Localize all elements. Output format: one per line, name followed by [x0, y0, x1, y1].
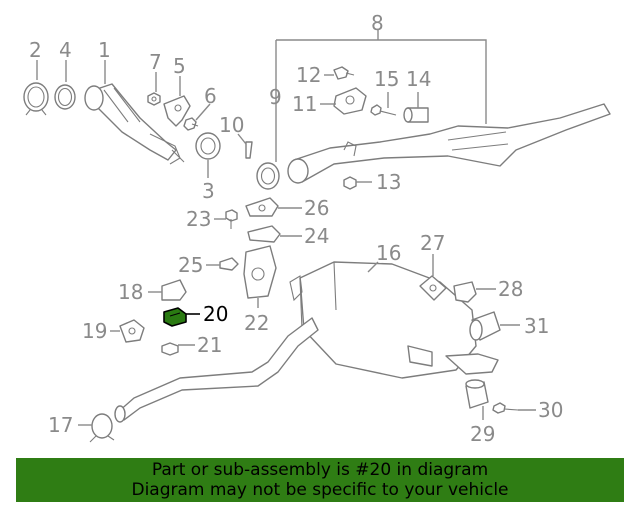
- part-10-stud[interactable]: [245, 141, 253, 159]
- callout-18: 18: [118, 280, 143, 304]
- callout-2: 2: [29, 38, 42, 62]
- part-7-nut[interactable]: [147, 92, 161, 106]
- part-31-tailpipe-tip[interactable]: [469, 311, 501, 341]
- callout-7: 7: [149, 50, 162, 74]
- part-26-bracket[interactable]: [245, 197, 279, 217]
- part-20-bracket-highlighted[interactable]: [163, 307, 187, 327]
- callout-5: 5: [173, 54, 186, 78]
- part-18-rubber-hanger[interactable]: [161, 279, 187, 301]
- part-27-mount[interactable]: [419, 275, 447, 301]
- callout-15: 15: [374, 67, 399, 91]
- callout-9: 9: [269, 85, 282, 109]
- part-9-gasket[interactable]: [256, 162, 280, 190]
- callout-28: 28: [498, 277, 523, 301]
- callout-23: 23: [186, 207, 211, 231]
- callout-27: 27: [420, 231, 445, 255]
- callout-12: 12: [296, 63, 321, 87]
- callout-17: 17: [48, 413, 73, 437]
- part-17-clamp[interactable]: [89, 413, 115, 443]
- callout-31: 31: [524, 314, 549, 338]
- callout-16: 16: [376, 241, 401, 265]
- part-3-gasket[interactable]: [195, 132, 221, 160]
- part-28-rubber-hanger[interactable]: [453, 281, 477, 303]
- part-13-nut[interactable]: [343, 176, 357, 190]
- callout-19: 19: [82, 319, 107, 343]
- callout-13: 13: [376, 170, 401, 194]
- part-19-mount[interactable]: [119, 319, 145, 343]
- callout-6: 6: [204, 84, 217, 108]
- callout-30: 30: [538, 398, 563, 422]
- part-1-front-pipe-converter[interactable]: [84, 83, 185, 165]
- callout-8: 8: [371, 11, 384, 35]
- callout-4: 4: [59, 38, 72, 62]
- part-12-bolt[interactable]: [333, 66, 355, 80]
- banner-line-disclaimer: Diagram may not be specific to your vehi…: [131, 480, 509, 500]
- callout-24: 24: [304, 224, 329, 248]
- part-14-insulator[interactable]: [403, 107, 429, 123]
- part-25-clip[interactable]: [219, 257, 239, 271]
- part-11-hanger-bracket[interactable]: [333, 87, 367, 115]
- callout-numbers: 2 4 1 7 5 6 10 3 8 9 12 11 15 14 13 23 2…: [29, 11, 563, 446]
- callout-10: 10: [219, 113, 244, 137]
- part-23-bolt[interactable]: [225, 209, 238, 229]
- part-info-banner: Part or sub-assembly is #20 in diagram D…: [16, 458, 624, 502]
- part-15-bolt[interactable]: [370, 104, 397, 116]
- callout-20: 20: [203, 302, 228, 326]
- banner-line-part: Part or sub-assembly is #20 in diagram: [151, 460, 489, 480]
- callout-25: 25: [178, 253, 203, 277]
- part-6-bolt[interactable]: [183, 117, 199, 131]
- part-30-bolt[interactable]: [492, 402, 519, 414]
- part-2-clamp[interactable]: [23, 82, 49, 116]
- part-4-gasket[interactable]: [54, 84, 76, 110]
- part-5-bracket[interactable]: [163, 95, 191, 127]
- part-24-bracket[interactable]: [247, 225, 281, 243]
- part-8-intermediate-pipe[interactable]: [287, 103, 611, 184]
- callout-3: 3: [202, 179, 215, 203]
- part-21-nut[interactable]: [161, 342, 179, 356]
- part-29-insulator[interactable]: [465, 379, 489, 409]
- leader-lines: [36, 30, 536, 426]
- callout-26: 26: [304, 196, 329, 220]
- callout-21: 21: [197, 333, 222, 357]
- callout-11: 11: [292, 92, 317, 116]
- callout-14: 14: [406, 67, 431, 91]
- callout-22: 22: [244, 311, 269, 335]
- part-22-hanger[interactable]: [243, 245, 277, 299]
- callout-29: 29: [470, 422, 495, 446]
- callout-1: 1: [98, 38, 111, 62]
